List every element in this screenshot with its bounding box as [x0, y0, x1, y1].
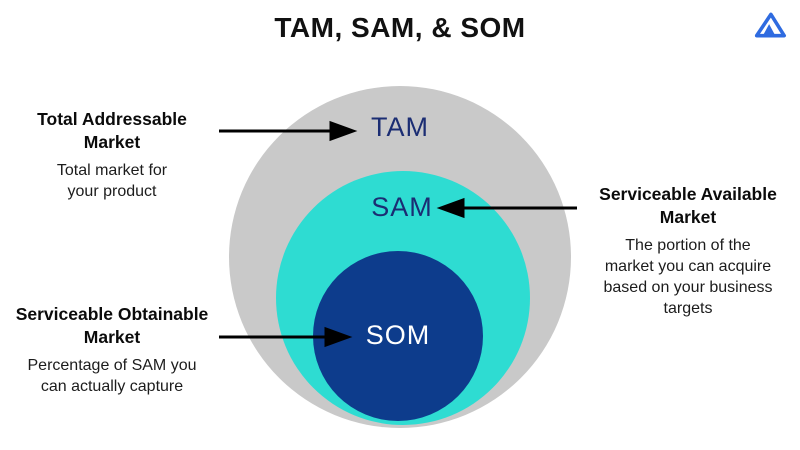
som-circle — [313, 251, 483, 421]
tam-circle-label: TAM — [371, 112, 429, 142]
tam-arrowhead-icon — [329, 120, 358, 142]
sam-arrowhead-icon — [436, 197, 465, 219]
annotation-tam-heading: Total Addressable Market — [37, 109, 187, 153]
annotation-som-heading: Serviceable Obtainable Market — [15, 304, 209, 348]
annotation-som-description: Percentage of SAM you can actually captu… — [27, 357, 197, 395]
annotation-tam: Total Addressable Market Total market fo… — [8, 108, 216, 203]
page-title: TAM, SAM, & SOM — [274, 12, 526, 43]
som-circle-label: SOM — [365, 320, 431, 350]
mountain-logo-icon — [752, 9, 788, 41]
annotation-sam-description: The portion of the market you can acquir… — [603, 237, 773, 317]
annotation-sam-heading: Serviceable Available Market — [599, 184, 777, 228]
annotation-sam: Serviceable Available Market The portion… — [586, 183, 790, 319]
annotation-tam-description: Total market for your product — [56, 162, 168, 200]
mountain-logo-svg — [754, 12, 786, 38]
annotation-som: Serviceable Obtainable Market Percentage… — [4, 303, 220, 398]
sam-circle-label: SAM — [371, 192, 433, 222]
som-arrowhead-icon — [324, 326, 353, 348]
